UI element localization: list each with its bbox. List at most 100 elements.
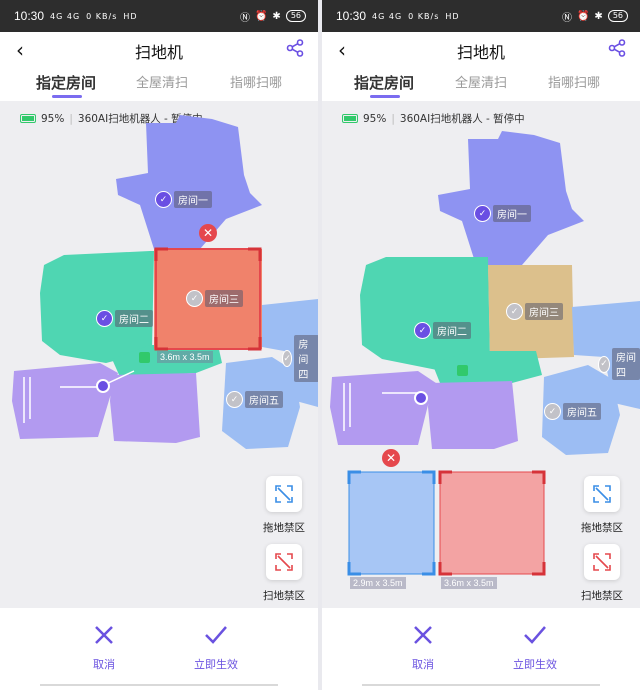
check-icon: ✓: [226, 391, 243, 408]
tab-room[interactable]: 指定房间: [354, 74, 415, 92]
room-label-3[interactable]: ✓ 房间三: [506, 303, 563, 320]
net-speed: 0 KB/s: [408, 11, 440, 21]
clock: 10:30: [336, 9, 367, 23]
signal-icon: 4G 4G: [50, 11, 81, 21]
page-title: 扫地机: [134, 43, 183, 62]
screen-left: 10:30 4G 4G 0 KB/s HD Ⓝ ⏰ ✱ 56 ‹ 扫地机 指定房…: [0, 0, 318, 690]
mop-no-go-zone: [348, 471, 435, 575]
room-name: 房间四: [612, 348, 640, 380]
check-icon: ✓: [155, 191, 172, 208]
action-bar: 取消 立即生效: [0, 608, 318, 690]
signal-icon: 4G 4G: [372, 11, 403, 21]
sweep-no-go-zone: [439, 471, 545, 575]
sweep-no-go-button[interactable]: [266, 544, 302, 580]
room-4-area: [572, 301, 640, 409]
apply-button[interactable]: 立即生效: [176, 624, 256, 672]
delete-zone-button[interactable]: ✕: [199, 224, 217, 242]
nav-header: ‹ 扫地机: [322, 32, 640, 66]
expand-icon: [275, 485, 293, 503]
room-label-4[interactable]: ✓ 房间四: [282, 335, 318, 382]
room-name: 房间二: [433, 322, 471, 339]
room-label-3[interactable]: ✓ 房间三: [186, 290, 243, 307]
robot-path: [343, 383, 422, 431]
close-icon: [414, 626, 432, 644]
tab-spot[interactable]: 指哪扫哪: [230, 76, 283, 91]
status-bar: 10:30 4G 4G 0 KB/s HD Ⓝ ⏰ ✱ 56: [0, 0, 318, 32]
room-1-area: [438, 131, 584, 277]
hd-badge: HD: [445, 11, 460, 21]
nfc-icon: Ⓝ: [561, 12, 572, 24]
apply-button[interactable]: 立即生效: [495, 624, 575, 672]
room-lower-purple-area: [110, 373, 200, 443]
net-speed: 0 KB/s: [86, 11, 118, 21]
room-label-1[interactable]: ✓ 房间一: [474, 205, 531, 222]
check-icon: ✓: [414, 322, 431, 339]
expand-icon: [593, 553, 611, 571]
bluetooth-icon: ✱: [594, 10, 603, 22]
delete-zone-button[interactable]: ✕: [382, 449, 400, 467]
mop-no-go-button[interactable]: [584, 476, 620, 512]
room-name: 房间五: [563, 403, 601, 420]
action-bar: 取消 立即生效: [322, 608, 640, 690]
battery-icon: [20, 114, 36, 123]
page-title: 扫地机: [456, 43, 505, 62]
battery-icon: [342, 114, 358, 123]
room-left-purple-area: [12, 363, 118, 439]
cancel-button[interactable]: 取消: [383, 624, 463, 672]
room-name: 房间一: [174, 191, 212, 208]
mop-no-go-button[interactable]: [266, 476, 302, 512]
back-icon[interactable]: ‹: [338, 38, 346, 62]
alarm-icon: ⏰: [254, 10, 268, 22]
room-name: 房间三: [525, 303, 563, 320]
room-label-5[interactable]: ✓ 房间五: [226, 391, 283, 408]
cancel-button[interactable]: 取消: [64, 624, 144, 672]
sweep-no-go-button[interactable]: [584, 544, 620, 580]
share-icon[interactable]: [286, 39, 304, 57]
back-icon[interactable]: ‹: [16, 38, 24, 62]
room-label-5[interactable]: ✓ 房间五: [544, 403, 601, 420]
room-name: 房间一: [493, 205, 531, 222]
check-icon: ✓: [474, 205, 491, 222]
sweep-zone-dimension-label: 3.6m x 3.5m: [441, 577, 497, 589]
expand-icon: [275, 553, 293, 571]
room-label-1[interactable]: ✓ 房间一: [155, 191, 212, 208]
tab-indicator: [52, 95, 82, 98]
room-label-4[interactable]: ✓ 房间四: [598, 348, 640, 380]
room-left-purple-area: [330, 371, 436, 445]
mop-no-go-label: 拖地禁区: [263, 522, 305, 534]
tab-spot[interactable]: 指哪扫哪: [548, 76, 601, 91]
check-icon: [205, 626, 227, 644]
device-status-text: 360AI扫地机器人 - 暂停中: [77, 113, 203, 125]
room-label-2[interactable]: ✓ 房间二: [96, 310, 153, 327]
room-2-area: [40, 251, 154, 363]
mop-zone-dimension-label: 2.9m x 3.5m: [350, 577, 406, 589]
panel-divider: [318, 0, 322, 690]
battery-level: 56: [285, 10, 306, 22]
room-1-area: [116, 115, 262, 265]
tab-whole-house[interactable]: 全屋清扫: [136, 76, 189, 91]
share-icon[interactable]: [608, 39, 626, 57]
room-name: 房间五: [245, 391, 283, 408]
zone-selection-box: [155, 248, 261, 350]
mode-tabs: 指定房间 全屋清扫 指哪扫哪: [322, 68, 640, 100]
room-name: 房间二: [115, 310, 153, 327]
nfc-icon: Ⓝ: [239, 12, 250, 24]
home-indicator: [40, 684, 278, 686]
apply-label: 立即生效: [513, 658, 557, 671]
apply-label: 立即生效: [194, 658, 238, 671]
tab-whole-house[interactable]: 全屋清扫: [455, 76, 508, 91]
close-icon: [95, 626, 113, 644]
dock-icon: [139, 352, 150, 363]
bluetooth-icon: ✱: [272, 10, 281, 22]
robot-icon: [96, 379, 110, 393]
check-icon: ✓: [598, 355, 610, 373]
room-label-2[interactable]: ✓ 房间二: [414, 322, 471, 339]
cancel-label: 取消: [93, 658, 115, 671]
room-2-area: [360, 257, 490, 371]
device-battery: 95%: [363, 112, 387, 125]
check-icon: ✓: [96, 310, 113, 327]
check-icon: ✓: [186, 290, 203, 307]
tab-room[interactable]: 指定房间: [36, 74, 97, 92]
battery-level: 56: [607, 10, 628, 22]
expand-icon: [593, 485, 611, 503]
